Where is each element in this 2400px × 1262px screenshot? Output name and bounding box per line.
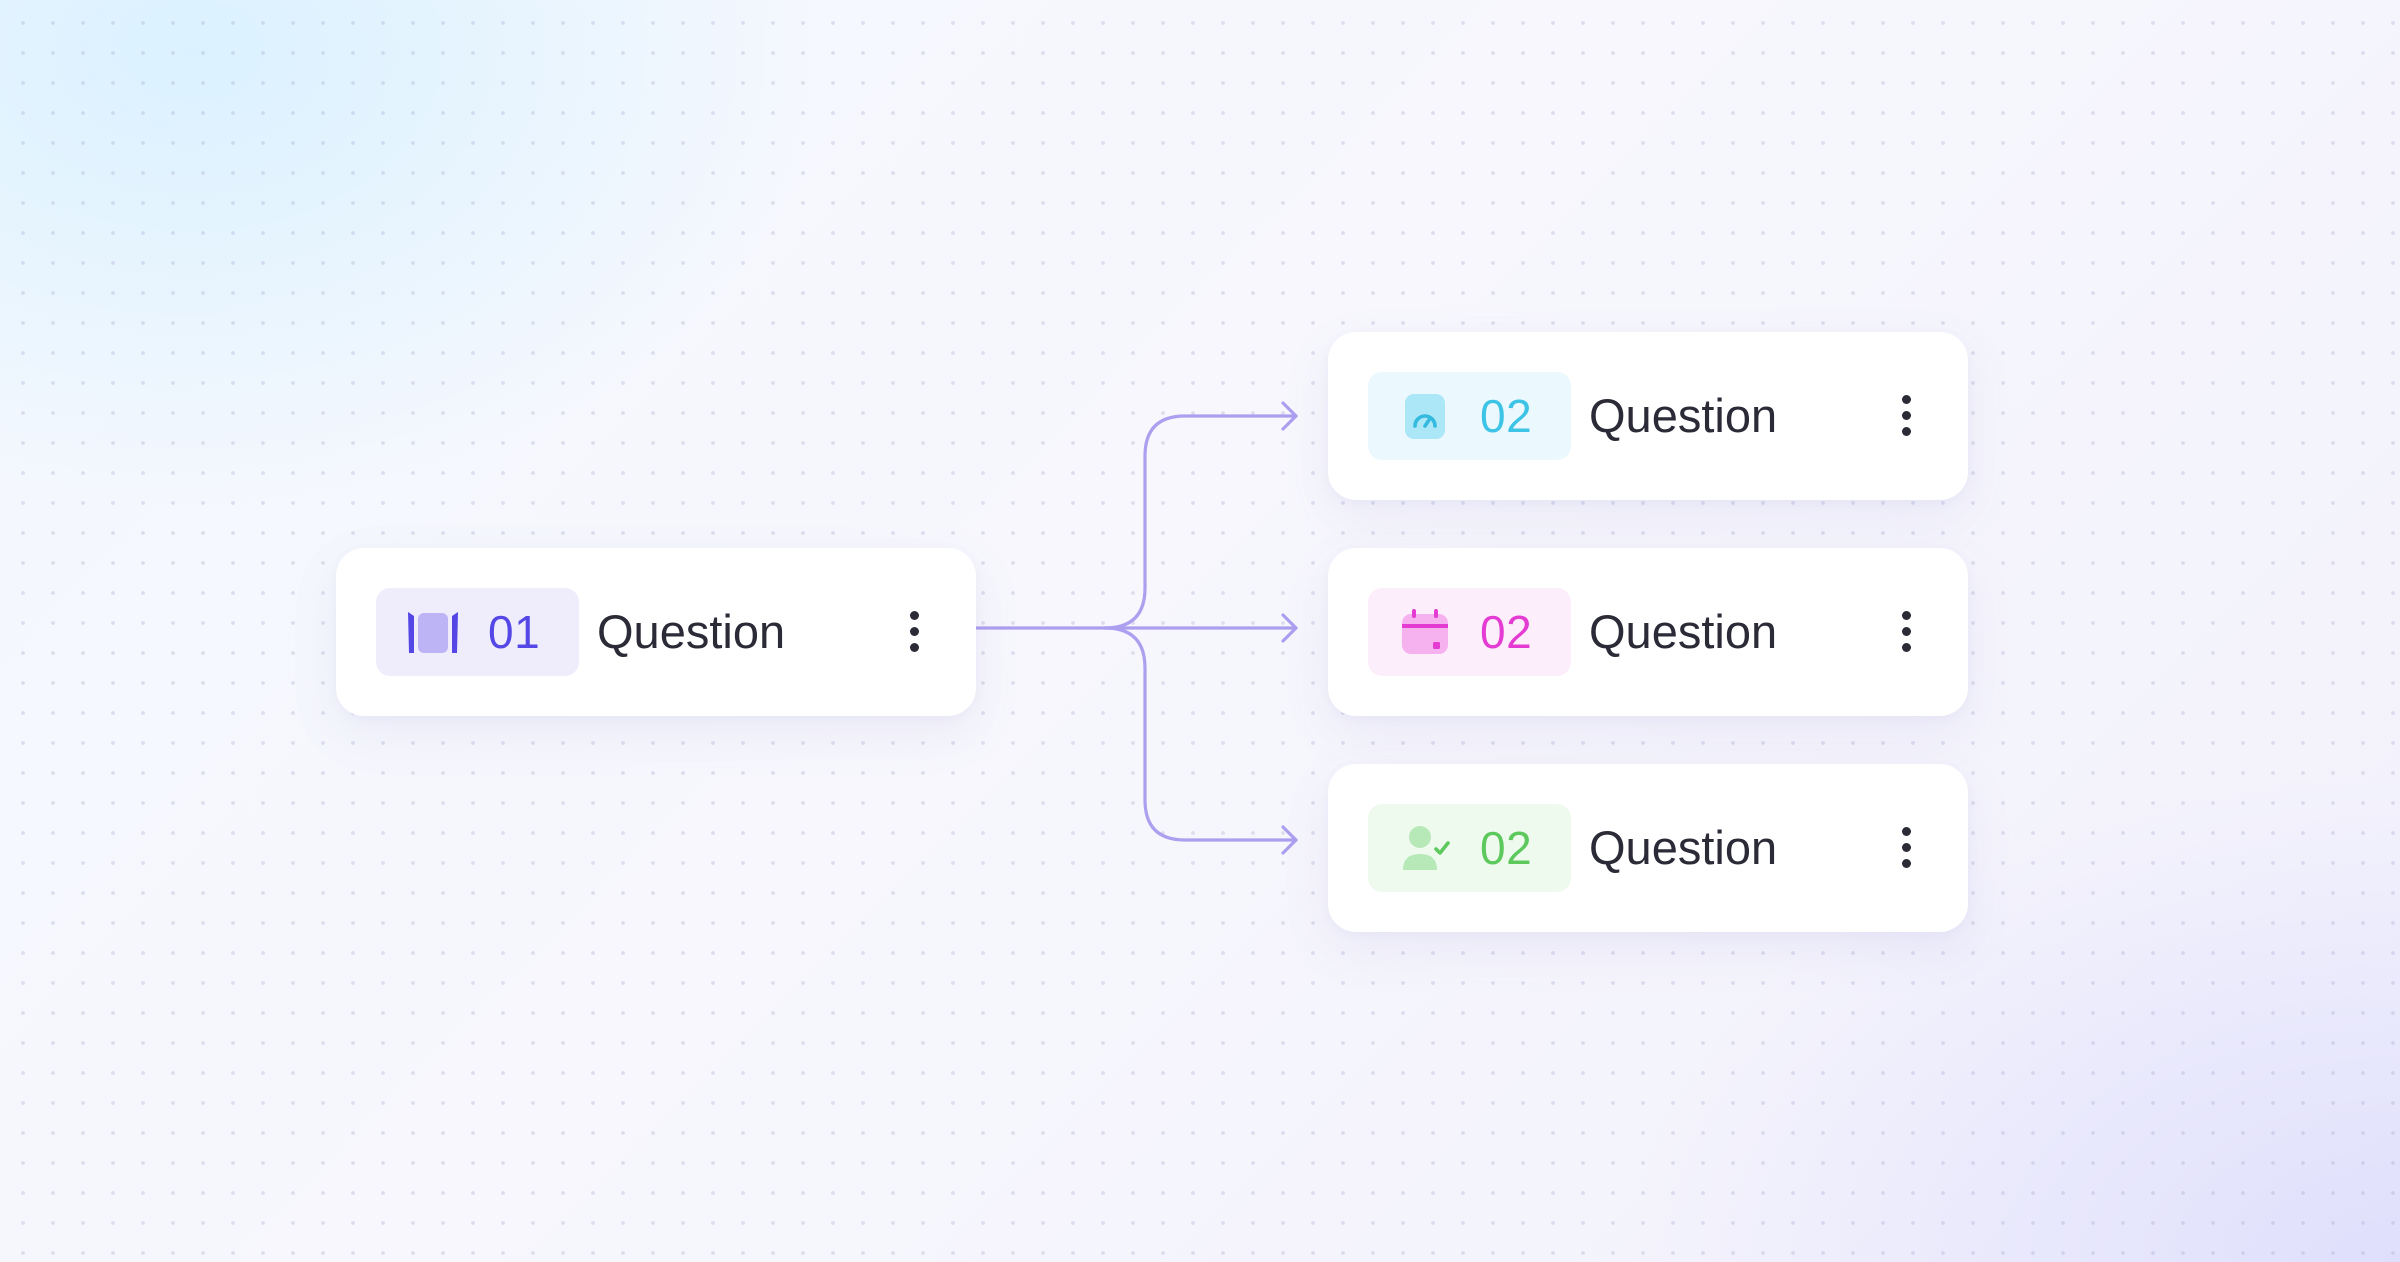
more-options-icon[interactable] [1896,824,1918,872]
more-options-icon[interactable] [904,608,926,656]
more-options-icon[interactable] [1896,392,1918,440]
question-card-01[interactable]: 01 Question [336,548,976,716]
question-badge-02-middle: 02 [1368,588,1571,676]
question-card-02-middle[interactable]: 02 Question [1328,548,1968,716]
gauge-icon [1405,394,1445,439]
question-label: Question [597,605,786,658]
more-options-icon[interactable] [1896,608,1918,656]
question-badge-02-bottom: 02 [1368,804,1571,892]
question-label: Question [1589,389,1778,442]
question-number: 02 [1480,390,1533,442]
arrowhead-bottom [1281,825,1298,855]
question-number: 01 [488,606,541,658]
connector-top [975,414,1298,630]
question-card-02-top[interactable]: 02 Question [1328,332,1968,500]
connector-bottom [1103,626,1298,842]
contact-card-icon [408,612,458,653]
question-card-02-bottom[interactable]: 02 Question [1328,764,1968,932]
arrowhead-top [1281,401,1298,431]
question-badge-01: 01 [376,588,579,676]
calendar-icon [1402,609,1448,654]
arrowhead-middle [1281,613,1298,643]
question-label: Question [1589,605,1778,658]
question-label: Question [1589,821,1778,874]
question-badge-02-top: 02 [1368,372,1571,460]
question-number: 02 [1480,606,1533,658]
question-number: 02 [1480,822,1533,874]
user-check-icon [1403,826,1450,870]
